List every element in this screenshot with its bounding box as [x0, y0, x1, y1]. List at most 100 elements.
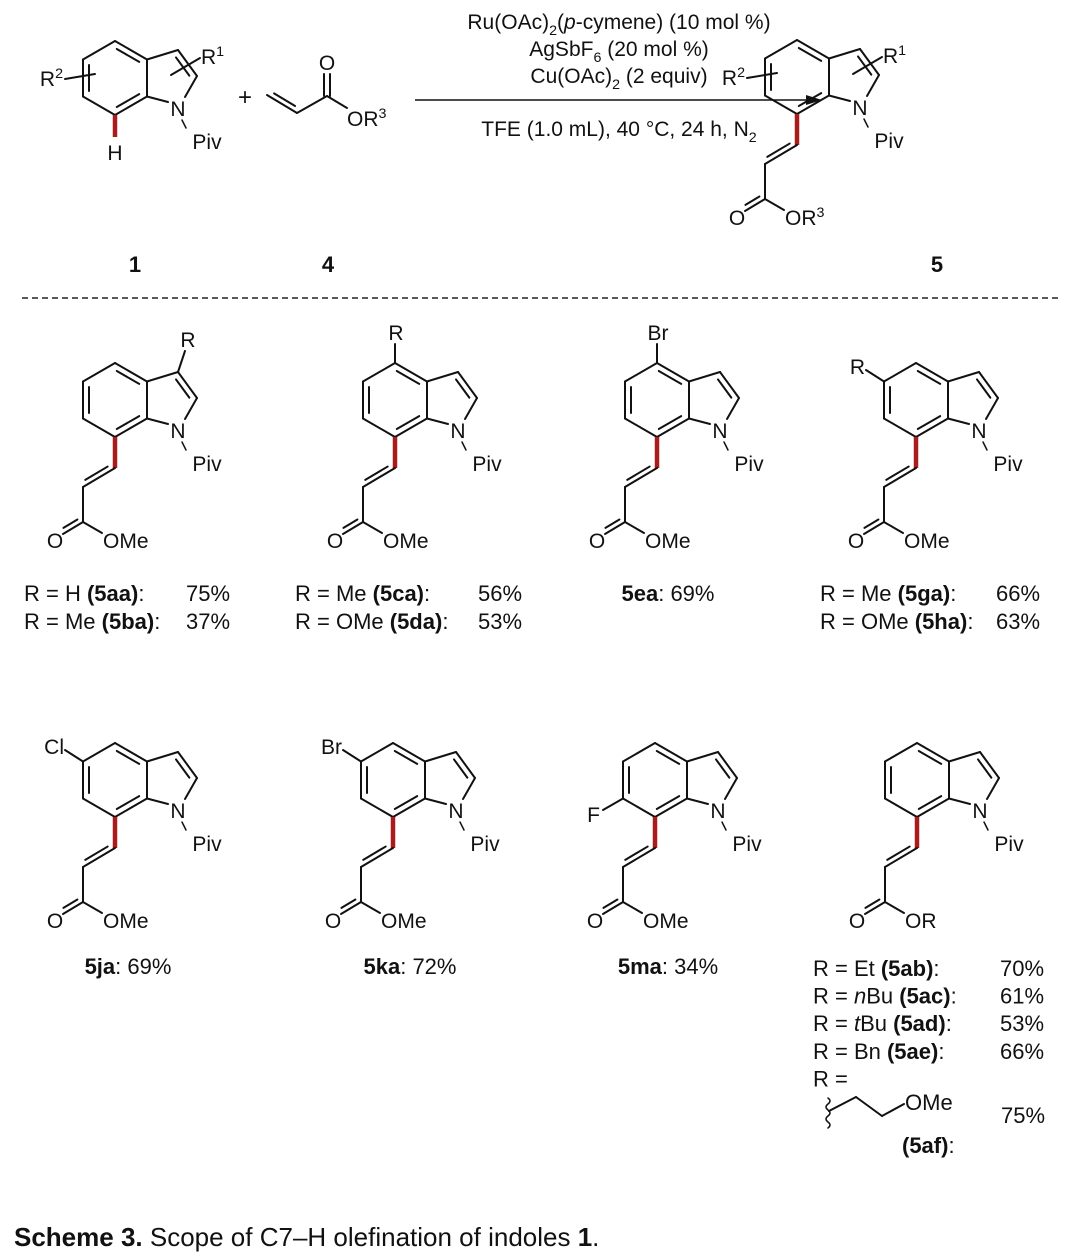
substituent-bond	[602, 797, 624, 811]
substituent-label: F	[587, 804, 600, 827]
alkene-bond-inner	[626, 465, 651, 481]
condition-line-part: (20 mol %)	[601, 38, 708, 61]
ester-group-label: OMe	[381, 910, 427, 933]
carbonyl-bond-inner	[604, 518, 621, 529]
yield-label-part: :	[138, 581, 144, 606]
pyrrole-bond	[424, 797, 447, 805]
scheme-caption-part: .	[592, 1222, 599, 1252]
r2-label-part: R	[40, 68, 55, 91]
nitrogen-label: N	[448, 800, 463, 823]
alkene-bond	[884, 847, 918, 868]
yield-label-part: 5ma	[618, 954, 663, 979]
nitrogen-label: N	[170, 420, 185, 443]
yield-label-part: 5ja	[85, 954, 116, 979]
yield-label-part: R = Me	[24, 609, 102, 634]
benzene-bond	[114, 417, 148, 438]
substituent-label: Br	[648, 322, 669, 345]
substituent-label: R	[850, 356, 865, 379]
benzene-bond	[394, 362, 428, 383]
carbonyl-oxygen-label: O	[848, 530, 864, 553]
substituent-bond	[342, 749, 362, 763]
yield-label: R = H (5aa):	[24, 581, 144, 606]
yield-label-part: :	[967, 609, 973, 634]
benzene-bond-inner	[917, 749, 943, 765]
r1-label-part: R	[883, 45, 898, 68]
condition-line: TFE (1.0 mL), 40 °C, 24 h, N2	[481, 118, 756, 146]
benzene-bond	[884, 742, 918, 763]
yield-label: 5ma: 34%	[618, 954, 718, 979]
pyrrole-bond	[688, 371, 721, 383]
benzene-bond	[114, 40, 148, 61]
pyrrole-bond	[686, 797, 709, 805]
yield-label-part: :	[424, 581, 430, 606]
yield-label-part: :	[951, 984, 957, 1009]
substituent-label: Cl	[44, 736, 64, 759]
yield-label: R = Bn (5ae):	[813, 1039, 944, 1064]
r1-label: R1	[201, 44, 224, 69]
n-piv-bond	[983, 821, 989, 831]
benzene-bond	[764, 39, 798, 60]
wavy-bond-icon	[825, 1097, 831, 1129]
benzene-bond	[362, 417, 396, 438]
yield-label-part: :	[154, 609, 160, 634]
yield-label-part: n	[854, 984, 866, 1009]
r2-label: R2	[722, 65, 745, 90]
ester-bond	[764, 198, 785, 211]
benzene-bond	[624, 362, 658, 383]
ester-bond	[624, 521, 645, 534]
pyrrole-bond-inner	[453, 758, 469, 779]
bond	[828, 1096, 857, 1112]
yield-label-part: : 69%	[115, 954, 171, 979]
alkene-bond-inner	[766, 142, 791, 158]
piv-label: Piv	[192, 453, 222, 476]
yield-label-part: R = Me	[820, 581, 898, 606]
ester-group-label: OMe	[103, 910, 149, 933]
r2-bond	[746, 72, 778, 79]
carbonyl-bond-inner	[864, 898, 881, 909]
yield-label-part: : 72%	[400, 954, 456, 979]
benzene-bond	[624, 417, 658, 438]
benzene-bond-inner	[115, 795, 141, 811]
benzene-bond	[114, 95, 148, 116]
pyrrole-bond	[978, 371, 999, 399]
n-piv-bond	[181, 441, 187, 451]
yield-label-part: R = Me	[295, 581, 373, 606]
benzene-bond	[656, 417, 690, 438]
yield-label-part: R = H	[24, 581, 87, 606]
carbonyl-oxygen-label: O	[587, 910, 603, 933]
condition-line-part: 2	[549, 23, 557, 39]
ester-group-label: OMe	[904, 530, 950, 553]
arrow-head-icon	[806, 95, 822, 105]
benzene-bond	[654, 797, 688, 818]
piv-label: Piv	[993, 453, 1023, 476]
yield-label: R = tBu (5ad):	[813, 1011, 952, 1036]
yield-label-part: R =	[813, 1011, 854, 1036]
yield-label-part: R = OMe	[295, 609, 390, 634]
carbonyl-bond	[864, 901, 886, 915]
yield-label: R = OMe (5ha):	[820, 609, 973, 634]
scheme-caption-part: Scope of C7–H olefination of indoles	[143, 1222, 578, 1252]
benzene-bond	[883, 417, 917, 438]
pyrrole-bond-inner	[976, 378, 992, 399]
scheme-caption-part: 1	[578, 1222, 592, 1252]
condition-line-part: (	[557, 11, 564, 34]
n-piv-bond	[863, 118, 869, 128]
yield-label: 5ja: 69%	[85, 954, 172, 979]
carbonyl-bond	[863, 521, 885, 535]
piv-label: Piv	[470, 833, 500, 856]
compound-code-part: (5af)	[902, 1133, 948, 1158]
alkene-bond-inner	[886, 845, 911, 861]
benzene-bond-inner	[655, 749, 681, 765]
benzene-bond-inner	[115, 93, 141, 109]
pyrrole-bond	[457, 371, 478, 399]
compound-number-1: 1	[129, 252, 141, 277]
carbonyl-oxygen-label: O	[319, 52, 335, 75]
pyrrole-bond	[948, 797, 971, 805]
alkene-bond-inner	[885, 465, 910, 481]
benzene-bond	[916, 742, 950, 763]
